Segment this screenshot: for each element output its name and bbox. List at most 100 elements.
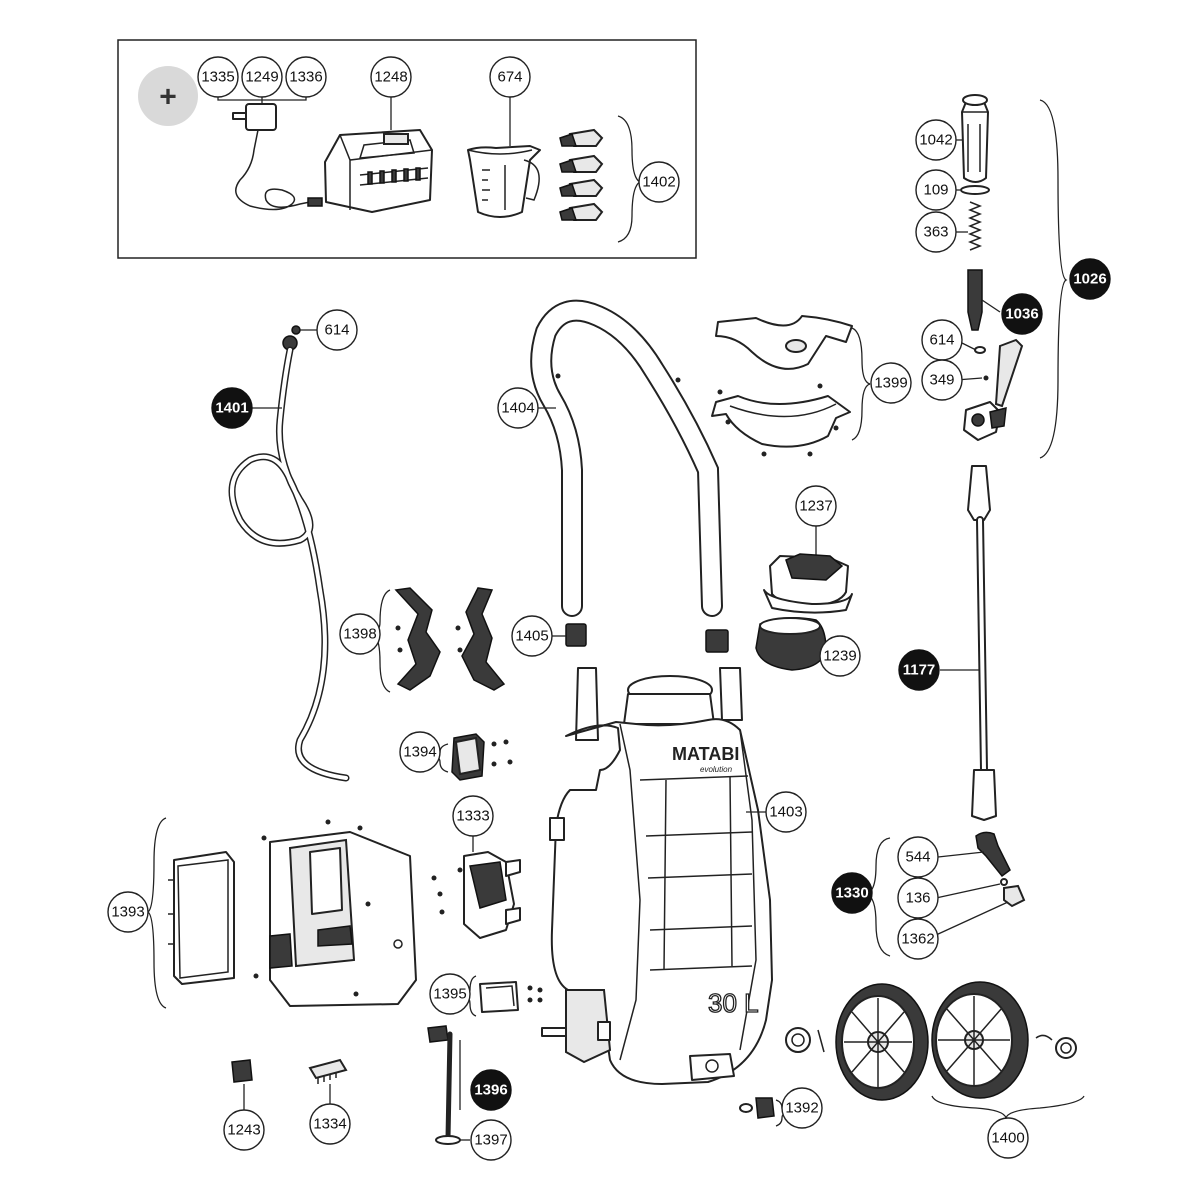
callout-circle bbox=[211, 387, 253, 429]
callout-circle bbox=[1001, 293, 1043, 335]
callout-label: 1398 bbox=[343, 626, 376, 643]
callout-circle bbox=[452, 795, 494, 837]
callout-label: 1334 bbox=[313, 1116, 346, 1133]
caps-1405 bbox=[552, 623, 729, 653]
callout-label: 109 bbox=[923, 182, 948, 199]
lance-trigger-assembly-1026 bbox=[954, 94, 1068, 459]
callout-label: 1237 bbox=[799, 498, 832, 515]
callout-circle bbox=[921, 359, 963, 401]
callout-136: 136 bbox=[897, 877, 939, 919]
callout-1239: 1239 bbox=[819, 635, 861, 677]
callout-label: 1392 bbox=[785, 1100, 818, 1117]
callout-circle bbox=[819, 635, 861, 677]
battery-1248 bbox=[324, 96, 433, 213]
tank-capacity-text: 30 L bbox=[708, 988, 759, 1018]
callout-circle bbox=[339, 613, 381, 655]
callout-1333: 1333 bbox=[452, 795, 494, 837]
callout-label: 136 bbox=[905, 890, 930, 907]
callout-1404: 1404 bbox=[497, 387, 539, 429]
shoulder-support-1399 bbox=[711, 315, 871, 457]
callout-1330: 1330 bbox=[831, 872, 873, 914]
callout-1402: 1402 bbox=[638, 161, 680, 203]
callout-1243: 1243 bbox=[223, 1109, 265, 1151]
lance-1177 bbox=[940, 465, 997, 821]
callout-1036: 1036 bbox=[1001, 293, 1043, 335]
callout-label: 1404 bbox=[501, 400, 534, 417]
hose-1401 bbox=[228, 325, 350, 782]
callout-363: 363 bbox=[915, 211, 957, 253]
callout-circle bbox=[370, 56, 412, 98]
callout-614: 614 bbox=[316, 309, 358, 351]
callout-1396: 1396 bbox=[470, 1069, 512, 1111]
callout-label: 1036 bbox=[1005, 306, 1038, 323]
callout-label: 1403 bbox=[769, 804, 802, 821]
callout-circle bbox=[511, 615, 553, 657]
callout-circle bbox=[399, 731, 441, 773]
callout-circle bbox=[795, 485, 837, 527]
callout-circle bbox=[223, 1109, 265, 1151]
callout-label: 1362 bbox=[901, 931, 934, 948]
callout-1403: 1403 bbox=[765, 791, 807, 833]
pump-1333 bbox=[431, 834, 521, 939]
callout-label: 1399 bbox=[874, 375, 907, 392]
callout-circle bbox=[781, 1087, 823, 1129]
callout-label: 1249 bbox=[245, 69, 278, 86]
callout-label: 544 bbox=[905, 849, 930, 866]
callout-label: 1330 bbox=[835, 885, 868, 902]
callout-label: 1248 bbox=[374, 69, 407, 86]
callout-circle bbox=[497, 387, 539, 429]
wheels-1400 bbox=[785, 981, 1085, 1119]
callout-label: 1336 bbox=[289, 69, 322, 86]
callout-label: 1397 bbox=[474, 1132, 507, 1149]
callout-circle bbox=[831, 872, 873, 914]
callout-1026: 1026 bbox=[1069, 258, 1111, 300]
callout-label: 1243 bbox=[227, 1122, 260, 1139]
callout-circle bbox=[285, 56, 327, 98]
callout-circle bbox=[489, 56, 531, 98]
callout-label: 1239 bbox=[823, 648, 856, 665]
measuring-cup-674 bbox=[467, 96, 541, 218]
callout-circle bbox=[1069, 258, 1111, 300]
plus-badge bbox=[138, 66, 198, 126]
tank-brand-text: MATABI bbox=[672, 744, 739, 764]
callout-circle bbox=[197, 56, 239, 98]
callout-label: 1402 bbox=[642, 174, 675, 191]
callout-1237: 1237 bbox=[795, 485, 837, 527]
callout-label: 1177 bbox=[903, 662, 936, 679]
callout-label: 1405 bbox=[515, 628, 548, 645]
nozzle-set-1402 bbox=[559, 115, 642, 243]
callout-349: 349 bbox=[921, 359, 963, 401]
callout-circle bbox=[897, 836, 939, 878]
callout-1248: 1248 bbox=[370, 56, 412, 98]
callout-1393: 1393 bbox=[107, 891, 149, 933]
callout-614: 614 bbox=[921, 319, 963, 361]
callout-1042: 1042 bbox=[915, 119, 957, 161]
callout-674: 674 bbox=[489, 56, 531, 98]
callout-label: 674 bbox=[497, 69, 522, 86]
callout-1177: 1177 bbox=[898, 649, 940, 691]
callout-label: 1401 bbox=[215, 400, 248, 417]
callout-circle bbox=[316, 309, 358, 351]
callout-label: 1393 bbox=[111, 904, 144, 921]
callout-circle bbox=[470, 1069, 512, 1111]
callout-1397: 1397 bbox=[470, 1119, 512, 1161]
callout-circle bbox=[765, 791, 807, 833]
callout-label: 1395 bbox=[433, 986, 466, 1003]
callout-circle bbox=[107, 891, 149, 933]
callout-1401: 1401 bbox=[211, 387, 253, 429]
callout-1394: 1394 bbox=[399, 731, 441, 773]
callout-circle bbox=[470, 1119, 512, 1161]
circuit-board-1334 bbox=[308, 1058, 348, 1106]
plus-icon: + bbox=[159, 81, 177, 114]
plug-1392 bbox=[739, 1097, 787, 1127]
callout-1362: 1362 bbox=[897, 918, 939, 960]
pressure-switch-1394 bbox=[435, 733, 513, 781]
callout-circle bbox=[915, 211, 957, 253]
callout-544: 544 bbox=[897, 836, 939, 878]
tank-model-text: evolution bbox=[700, 765, 733, 774]
callout-label: 614 bbox=[929, 332, 954, 349]
callout-1335: 1335 bbox=[197, 56, 239, 98]
battery-cover-1395 bbox=[464, 975, 543, 1017]
callout-label: 1026 bbox=[1073, 271, 1106, 288]
callouts: 1335 1249 1336 1248 674 1402 1042 109 363 1026 103… bbox=[107, 56, 1111, 1161]
